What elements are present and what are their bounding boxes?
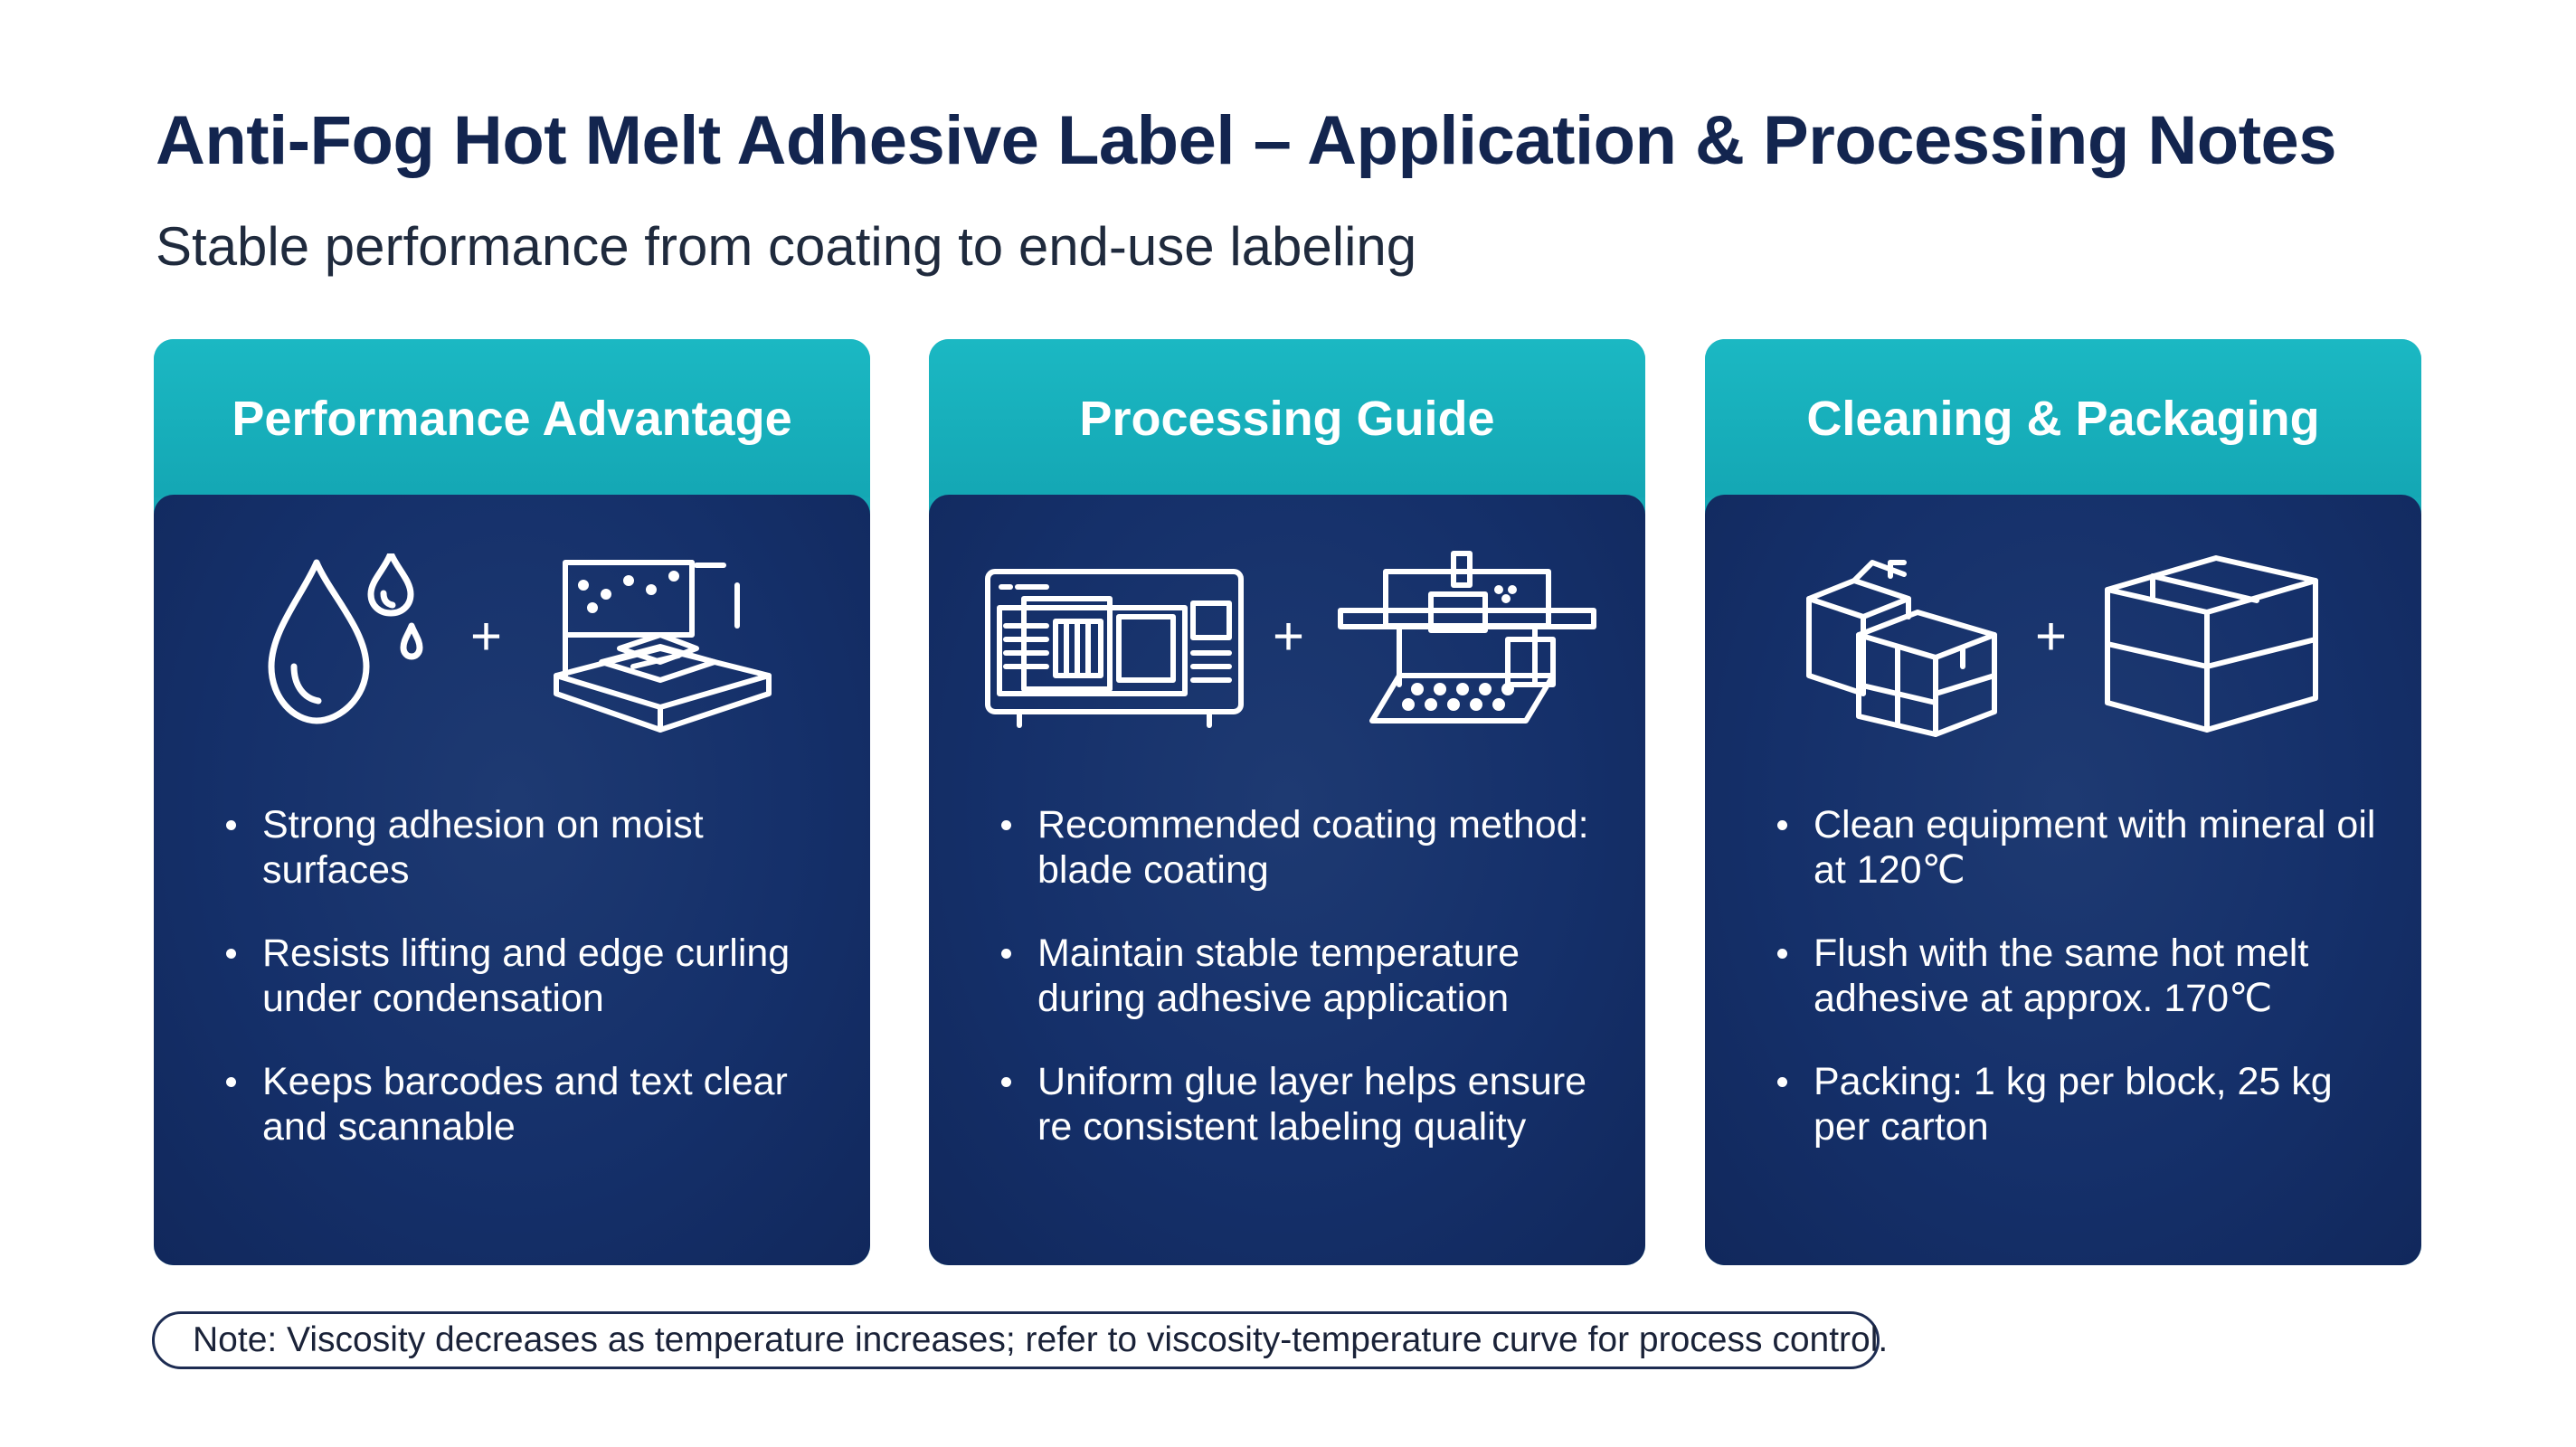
- stacked-boxes-icon: [1806, 560, 1997, 737]
- label-stack-icon: [554, 560, 772, 733]
- plus-icon: +: [2035, 606, 2068, 667]
- footnote: Note: Viscosity decreases as temperature…: [152, 1311, 1888, 1369]
- card-title: Performance Advantage: [232, 391, 792, 446]
- bullet-list: Clean equipment with mineral oil at 120℃…: [1777, 802, 2385, 1187]
- plus-icon: +: [470, 606, 503, 667]
- card-body: + Clean equipment with mineral oil at 12…: [1705, 495, 2421, 1265]
- card-body: + Recommended coating method: blade coat…: [929, 495, 1645, 1265]
- page-subtitle: Stable performance from coating to end-u…: [156, 216, 1417, 277]
- card-icons: +: [1705, 555, 2421, 739]
- list-item: Uniform glue layer helps ensure re consi…: [1001, 1059, 1609, 1149]
- card-title: Cleaning & Packaging: [1806, 391, 2320, 446]
- card-icons: +: [929, 551, 1645, 739]
- card-header: Cleaning & Packaging: [1705, 339, 2421, 497]
- bullet-list: Recommended coating method: blade coatin…: [1001, 802, 1609, 1187]
- card-icons: +: [154, 553, 870, 739]
- list-item: Flush with the same hot melt adhesive at…: [1777, 931, 2385, 1021]
- card-processing-guide: Processing Guide +: [929, 339, 1645, 1265]
- list-item: Packing: 1 kg per block, 25 kg per carto…: [1777, 1059, 2385, 1149]
- card-body: + Strong adhesion on moist surfaces Resi…: [154, 495, 870, 1265]
- plus-icon: +: [1273, 606, 1305, 667]
- card-header: Processing Guide: [929, 339, 1645, 497]
- list-item: Keeps barcodes and text clear and scanna…: [226, 1059, 834, 1149]
- list-item: Strong adhesion on moist surfaces: [226, 802, 834, 893]
- list-item: Recommended coating method: blade coatin…: [1001, 802, 1609, 893]
- water-drops-icon: [268, 553, 423, 724]
- card-cleaning-packaging: Cleaning & Packaging +: [1705, 339, 2421, 1265]
- list-item: Clean equipment with mineral oil at 120℃: [1777, 802, 2385, 893]
- page-title: Anti-Fog Hot Melt Adhesive Label – Appli…: [156, 102, 2337, 179]
- card-title: Processing Guide: [1079, 391, 1495, 446]
- carton-box-icon: [2105, 555, 2318, 733]
- card-performance-advantage: Performance Advantage +: [154, 339, 870, 1265]
- list-item: Resists lifting and edge curling under c…: [226, 931, 834, 1021]
- card-header: Performance Advantage: [154, 339, 870, 497]
- coating-machine-icon: [1338, 551, 1596, 724]
- bullet-list: Strong adhesion on moist surfaces Resist…: [226, 802, 834, 1187]
- list-item: Maintain stable temperature during adhes…: [1001, 931, 1609, 1021]
- control-panel-icon: [985, 569, 1244, 728]
